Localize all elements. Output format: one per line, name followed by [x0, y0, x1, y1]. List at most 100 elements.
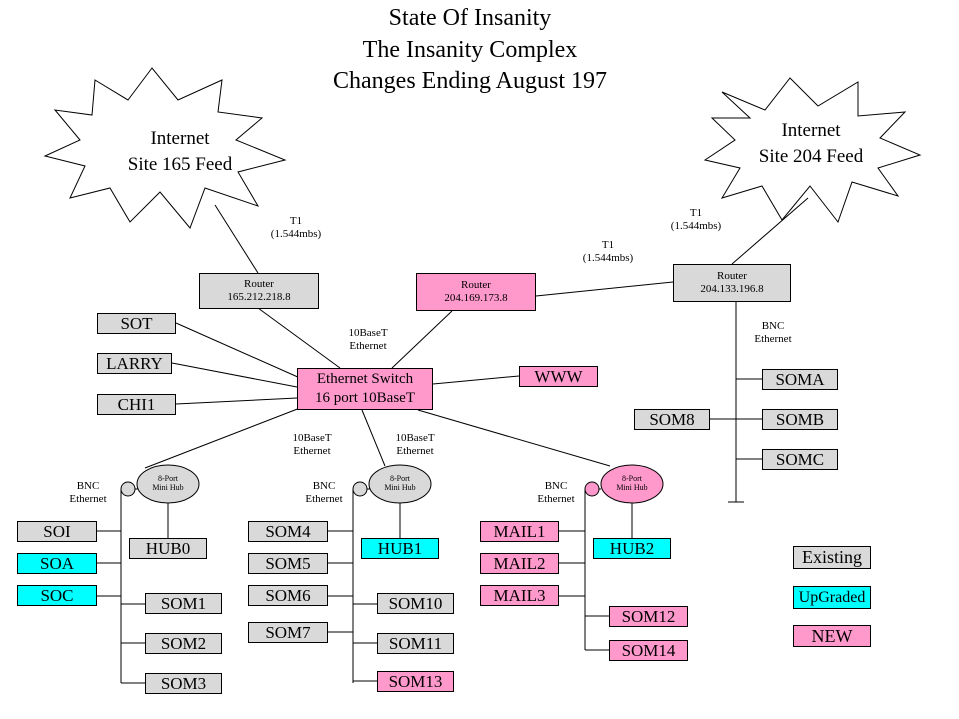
bnc-hub2-line2: Ethernet [537, 493, 575, 505]
node-som3: SOM3 [145, 673, 222, 694]
hub1-label: 8-Port Mini Hub [375, 474, 425, 492]
hub2-shape [600, 464, 664, 504]
cloud-left-label: Internet Site 165 Feed [95, 126, 265, 178]
node-som6: SOM6 [248, 585, 328, 606]
hub2-label-line2: Mini Hub [616, 483, 648, 492]
bnc-hub2-line1: BNC [544, 480, 568, 492]
hub1-shape [368, 464, 432, 504]
hub1-label-line1: 8-Port [390, 474, 410, 483]
eth-hub0-line1: 10BaseT [292, 432, 332, 444]
switch-line2: 16 port 10BaseT [315, 390, 415, 406]
bnc-hub1-label: BNC Ethernet [294, 480, 354, 506]
node-som12: SOM12 [609, 606, 688, 627]
eth-hub1-line2: Ethernet [396, 445, 434, 457]
node-mail3: MAIL3 [480, 585, 559, 606]
eth-switch-line2: Ethernet [349, 340, 387, 352]
node-som7: SOM7 [248, 622, 328, 643]
hub0-label-line2: Mini Hub [152, 483, 184, 492]
hub0-shape [136, 464, 200, 504]
title-line-2: The Insanity Complex [362, 37, 578, 63]
router-mid-line1: Router [461, 279, 491, 291]
cloud-right-label: Internet Site 204 Feed [726, 118, 896, 170]
hub0-terminator [120, 481, 136, 497]
node-chi1: CHI1 [97, 394, 176, 415]
router-mid-line2: 204.169.173.8 [444, 292, 508, 304]
bnc-hub0-line2: Ethernet [69, 493, 107, 505]
t1-mid-line2: (1.544mbs) [582, 252, 634, 264]
cloud-left-line1: Internet [150, 128, 210, 149]
node-som1: SOM1 [145, 593, 222, 614]
eth-hub0-label: 10BaseT Ethernet [272, 432, 352, 458]
node-hub0: HUB0 [129, 538, 207, 559]
bnc-hub1-line1: BNC [312, 480, 336, 492]
cloud-left-shape [43, 67, 287, 229]
bnc-right-line1: BNC [761, 320, 785, 332]
node-som14: SOM14 [609, 640, 688, 661]
legend-upgraded: UpGraded [793, 586, 871, 609]
cloud-right-line2: Site 204 Feed [758, 146, 864, 167]
t1-right-line1: T1 [689, 207, 703, 219]
hub2-label-line1: 8-Port [622, 474, 642, 483]
t1-mid-line1: T1 [601, 239, 615, 251]
legend-new: NEW [793, 625, 871, 647]
node-sot: SOT [97, 313, 176, 334]
hub1-label-line2: Mini Hub [384, 483, 416, 492]
node-som11: SOM11 [377, 633, 454, 654]
t1-left-line1: T1 [289, 215, 303, 227]
bnc-right-label: BNC Ethernet [733, 320, 813, 346]
node-hub2: HUB2 [593, 538, 671, 559]
node-www: WWW [519, 366, 598, 387]
node-som5: SOM5 [248, 553, 328, 574]
router-left-line1: Router [244, 278, 274, 290]
node-larry: LARRY [97, 353, 172, 374]
node-soa: SOA [17, 553, 97, 574]
eth-hub1-line1: 10BaseT [395, 432, 435, 444]
title-line-1: State Of Insanity [388, 5, 552, 31]
eth-hub1-label: 10BaseT Ethernet [375, 432, 455, 458]
router-right: Router 204.133.196.8 [673, 264, 791, 302]
t1-right-line2: (1.544mbs) [670, 220, 722, 232]
node-som4: SOM4 [248, 521, 328, 542]
legend-existing: Existing [793, 546, 871, 569]
router-right-line2: 204.133.196.8 [700, 283, 764, 295]
hub1-terminator [352, 481, 368, 497]
node-soi: SOI [17, 521, 97, 542]
title-line-3: Changes Ending August 197 [333, 68, 607, 94]
node-mail2: MAIL2 [480, 553, 559, 574]
bnc-hub0-line1: BNC [76, 480, 100, 492]
eth-hub0-line2: Ethernet [293, 445, 331, 457]
node-somb: SOMB [762, 409, 838, 430]
ethernet-switch: Ethernet Switch 16 port 10BaseT [297, 368, 433, 410]
hub2-terminator [584, 481, 600, 497]
node-hub1: HUB1 [361, 538, 439, 559]
t1-left-label: T1 (1.544mbs) [256, 215, 336, 241]
eth-switch-line1: 10BaseT [348, 327, 388, 339]
t1-mid-label: T1 (1.544mbs) [568, 239, 648, 265]
cloud-left-line2: Site 165 Feed [127, 154, 233, 175]
node-som13: SOM13 [377, 671, 454, 692]
node-soma: SOMA [762, 369, 838, 390]
node-som8: SOM8 [634, 409, 710, 430]
cloud-right-line1: Internet [781, 120, 841, 141]
hub0-label: 8-Port Mini Hub [143, 474, 193, 492]
node-som10: SOM10 [377, 593, 454, 614]
router-left: Router 165.212.218.8 [199, 273, 319, 309]
router-right-line1: Router [717, 270, 747, 282]
bnc-hub1-line2: Ethernet [305, 493, 343, 505]
bnc-hub0-label: BNC Ethernet [58, 480, 118, 506]
cloud-right-shape [703, 77, 922, 224]
bnc-right-line2: Ethernet [754, 333, 792, 345]
node-soc: SOC [17, 585, 97, 606]
hub2-label: 8-Port Mini Hub [607, 474, 657, 492]
bnc-hub2-label: BNC Ethernet [526, 480, 586, 506]
node-som2: SOM2 [145, 633, 222, 654]
hub0-label-line1: 8-Port [158, 474, 178, 483]
t1-left-line2: (1.544mbs) [270, 228, 322, 240]
t1-right-label: T1 (1.544mbs) [656, 207, 736, 233]
switch-line1: Ethernet Switch [316, 371, 414, 387]
node-somc: SOMC [762, 449, 838, 470]
eth-switch-label: 10BaseT Ethernet [328, 327, 408, 353]
router-mid: Router 204.169.173.8 [416, 273, 536, 311]
